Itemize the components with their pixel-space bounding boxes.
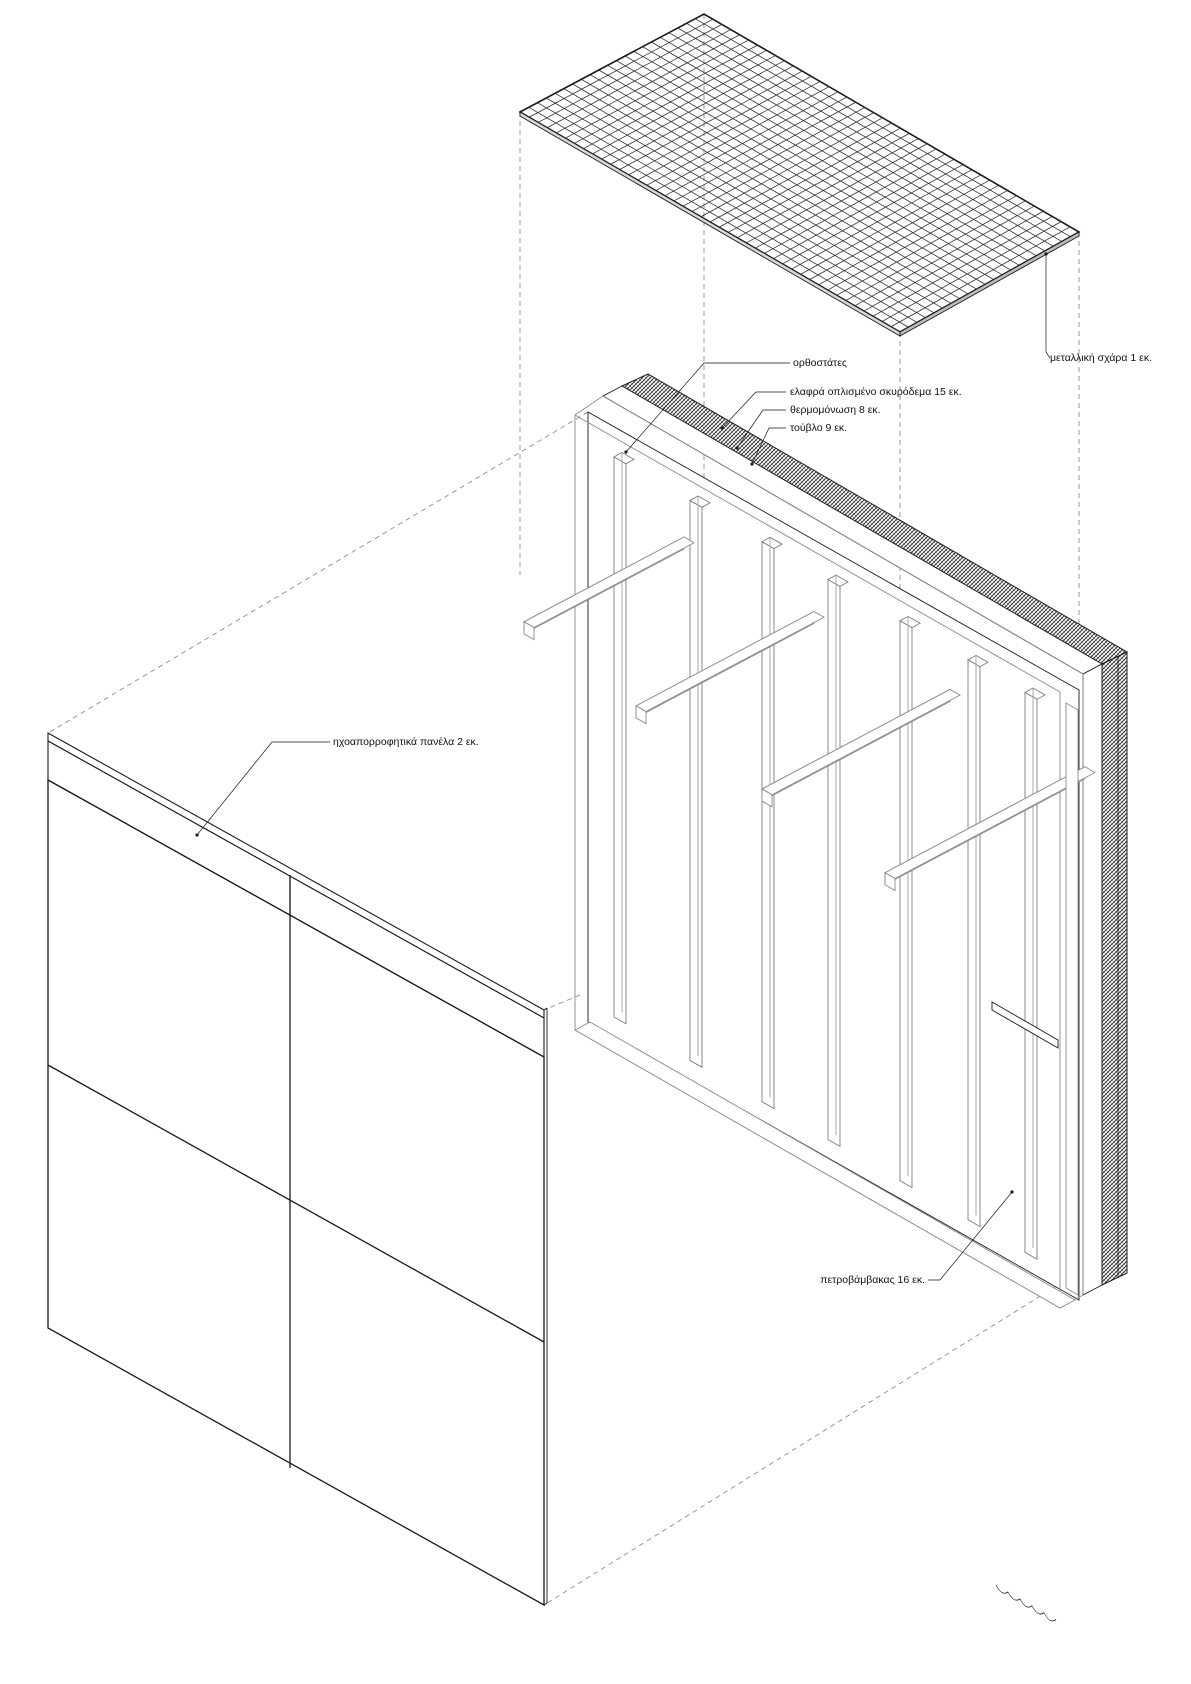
grating-bar: [598, 69, 977, 290]
bottom-track: [574, 1021, 1076, 1309]
grating-bar: [592, 55, 776, 155]
grating-bar: [589, 74, 969, 295]
grating-bar: [651, 41, 1029, 261]
grating-bar: [655, 91, 839, 191]
grating-bar: [727, 133, 910, 233]
grating-bar: [563, 88, 943, 309]
metal-grating: [518, 13, 1081, 337]
grating-bar: [572, 83, 952, 304]
grating-bar: [546, 29, 731, 129]
rails: [523, 536, 1096, 1296]
stud: [899, 619, 913, 1189]
grating-bar: [616, 60, 994, 280]
stud: [967, 658, 981, 1228]
rail-end: [761, 788, 773, 808]
end-stud: [1065, 702, 1079, 1296]
stud: [689, 499, 703, 1069]
rail-end: [635, 705, 647, 725]
grating-bar: [668, 32, 1046, 252]
label-acoustic-panels: ηχοαπορροφητικά πανέλα 2 εκ.: [333, 736, 479, 748]
grating-bar: [528, 18, 714, 118]
rockwool-sample: [991, 1001, 1059, 1622]
panels-top-band: [47, 740, 545, 1058]
grating-bar: [664, 96, 848, 197]
grating-bar: [682, 107, 865, 207]
grating-bar: [764, 153, 946, 254]
grating-bar: [677, 27, 1054, 247]
grating-bar: [637, 81, 821, 181]
grating-bar: [574, 44, 758, 144]
grating-bar: [718, 127, 901, 228]
wall-assembly: [523, 373, 1129, 1622]
grating-bar: [660, 37, 1037, 257]
grating-bar: [691, 112, 874, 212]
grating-bar: [736, 138, 919, 239]
leader-lines: [196, 254, 1051, 1281]
grating-bar: [854, 205, 1035, 307]
grating-bar: [695, 18, 1071, 238]
grating-bar: [537, 24, 723, 123]
grating-bar: [809, 179, 990, 280]
grating-bar: [607, 65, 986, 285]
grating-bar: [633, 51, 1011, 271]
studs: [613, 451, 1046, 1261]
grating-bar: [581, 79, 960, 299]
stud: [1024, 691, 1038, 1261]
grating-bar: [746, 143, 928, 244]
grating-bar: [537, 102, 918, 323]
acoustic-panels: [47, 732, 548, 1607]
panels-top-edge: [47, 732, 545, 1019]
grating-bar: [610, 65, 794, 165]
rail-end: [523, 621, 535, 641]
grating-bar: [554, 93, 935, 314]
grating-mesh: [528, 18, 1071, 328]
grating-bar: [827, 190, 1008, 291]
grating-bar: [782, 164, 964, 265]
grating-bar: [872, 216, 1053, 317]
grating-bar: [628, 75, 812, 176]
grating-bar: [881, 221, 1062, 322]
grating-bar: [624, 55, 1003, 276]
rail-end: [884, 872, 896, 892]
stud: [761, 540, 775, 1110]
grating-bar: [800, 174, 981, 275]
label-rockwool: πετροβάμβακας 16 εκ.: [820, 1274, 925, 1286]
grating-bar: [755, 148, 937, 249]
grating-bar: [642, 46, 1020, 266]
label-grating: μεταλλική σχάρα 1 εκ.: [1050, 352, 1152, 364]
grating-bar: [863, 210, 1044, 312]
label-thermal-insulation: θερμομόνωση 8 εκ.: [790, 404, 881, 416]
grating-bar: [686, 23, 1063, 242]
grating-bar: [791, 169, 973, 270]
grating-bar: [709, 122, 892, 223]
grating-bar: [646, 86, 830, 186]
grating-bar: [890, 226, 1071, 328]
grating-bar: [836, 195, 1017, 296]
grating-bar: [700, 117, 883, 218]
grating-bar: [845, 200, 1026, 301]
grating-bar: [565, 39, 749, 139]
grating-bar: [818, 184, 999, 286]
label-brick: τούβλο 9 εκ.: [790, 422, 847, 434]
concrete-band-right: [1082, 663, 1103, 1296]
grating-bar: [619, 70, 803, 170]
grating-thickness: [519, 111, 901, 337]
stud: [827, 578, 841, 1148]
grating-bar: [546, 97, 926, 319]
grating-bar: [528, 107, 909, 328]
grating-thickness-side: [899, 231, 1080, 337]
grating-bar: [673, 101, 856, 202]
stud: [613, 456, 627, 1025]
leader-dots: [195, 252, 1048, 1194]
label-concrete: ελαφρά οπλισμένο σκυρόδεμα 15 εκ.: [790, 386, 962, 398]
grating-bar: [601, 60, 785, 160]
insulation-band-right: [1101, 651, 1128, 1286]
grating-bar: [583, 50, 767, 149]
grating-bar: [773, 159, 955, 259]
grating-bar: [556, 34, 740, 134]
label-studs: ορθοστάτες: [793, 357, 847, 369]
